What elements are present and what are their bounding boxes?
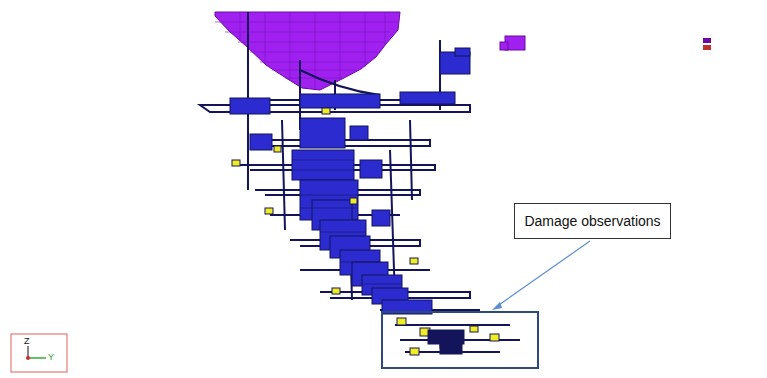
callout-text: Damage observations [524, 213, 660, 229]
highlight-frame [382, 312, 538, 368]
axis-label: Y [48, 352, 54, 362]
tunnels [200, 12, 520, 352]
leader-arrow [492, 241, 590, 310]
damage-zone-workings [428, 330, 464, 354]
axis-label: Z [24, 336, 30, 346]
legend-icons [703, 38, 711, 50]
callout-box: Damage observations [514, 203, 671, 239]
purple-volume [215, 12, 525, 90]
axis-triad [11, 334, 67, 372]
stopes [230, 48, 470, 314]
markers [232, 108, 499, 355]
